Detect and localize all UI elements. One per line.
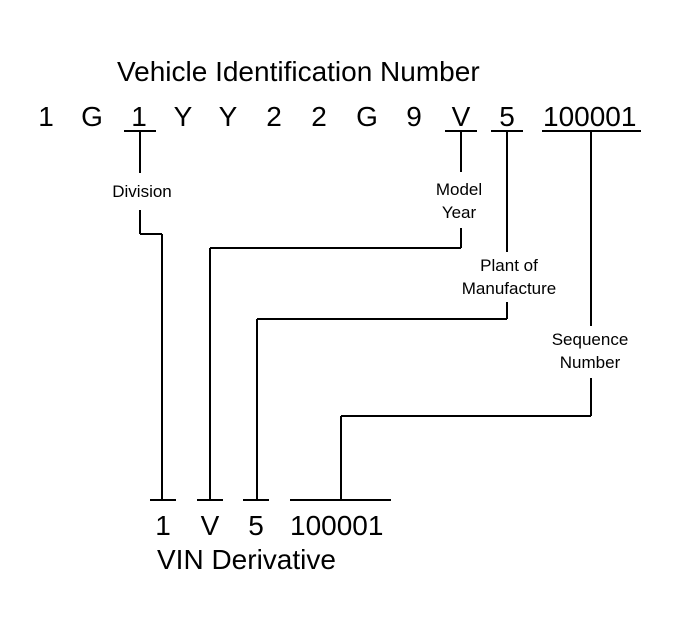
vin-char-1: 1 xyxy=(38,101,54,132)
vin-char-2: G xyxy=(81,101,103,132)
derivative-sequence: 100001 xyxy=(290,510,384,541)
derivative-title: VIN Derivative xyxy=(157,544,336,575)
label-model-year-line2: Year xyxy=(441,203,477,222)
vin-char-7: 2 xyxy=(311,101,327,132)
vin-char-4: Y xyxy=(173,101,193,132)
vin-char-9: 9 xyxy=(406,101,422,132)
vin-char-8: G xyxy=(356,101,378,132)
vin-char-11: 5 xyxy=(499,101,515,132)
label-model-year-line1: Model xyxy=(435,180,483,199)
derivative-char-3: 5 xyxy=(248,510,264,541)
derivative-char-2: V xyxy=(200,510,220,541)
label-sequence-line1: Sequence xyxy=(551,330,629,349)
vin-char-6: 2 xyxy=(266,101,282,132)
vin-char-5: Y xyxy=(218,101,238,132)
diagram-title: Vehicle Identification Number xyxy=(117,56,480,87)
vin-char-3: 1 xyxy=(131,101,147,132)
derivative-char-1: 1 xyxy=(155,510,171,541)
vin-char-10: V xyxy=(451,101,471,132)
label-plant-line2: Manufacture xyxy=(461,279,557,298)
vin-sequence: 100001 xyxy=(543,101,637,132)
label-division: Division xyxy=(112,182,172,201)
label-plant-line1: Plant of xyxy=(480,256,538,275)
label-sequence-line2: Number xyxy=(559,353,621,372)
